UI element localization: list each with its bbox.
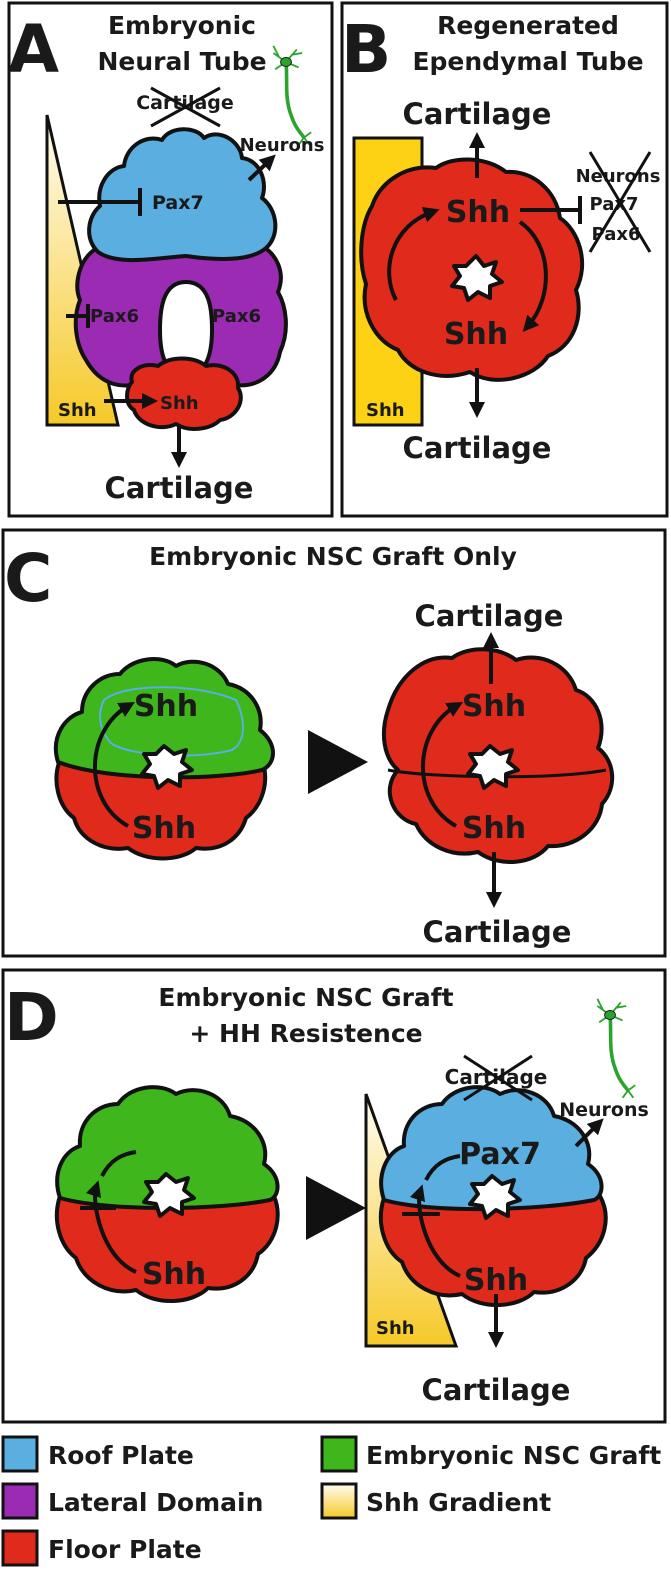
cross-out-mark (150, 86, 221, 128)
panel-c: C Embryonic NSC Graft Only Shh Shh Shh S… (1, 528, 667, 958)
top-cartilage-label: Cartilage (403, 97, 552, 131)
panel-a-title-line1: Embryonic (108, 11, 256, 40)
panel-d: D Embryonic NSC Graft + HH Resistence Sh… (1, 968, 667, 1424)
left-cycle-arrow (93, 702, 135, 828)
right-floor-plate (378, 1194, 608, 1307)
legend-swatch-floor-plate (1, 1529, 39, 1567)
panel-d-title-line2: + HH Resistence (189, 1019, 422, 1048)
panel-a-letter: A (8, 11, 59, 88)
cross-out-mark (588, 151, 652, 253)
right-shh-arrow (409, 1184, 461, 1278)
cycle-arrow-left (387, 207, 440, 301)
left-shh-arrow (85, 1180, 137, 1274)
left-shh-label: Shh (142, 1257, 206, 1292)
panel-d-title-line1: Embryonic NSC Graft (158, 983, 453, 1012)
crossed-neurons-label: Neurons (576, 166, 661, 187)
right-cycle-arrow (421, 702, 463, 828)
panel-a-title-line2: Neural Tube (97, 47, 266, 76)
pax6-right-label: Pax6 (212, 306, 261, 327)
inhibition-bar (520, 196, 582, 224)
legend-swatch-nsc-graft (320, 1435, 358, 1473)
roof-plate (87, 127, 278, 263)
left-floor-plate (54, 1190, 280, 1303)
left-shh-bottom-label: Shh (132, 811, 196, 846)
pax6-inhibition-bar (66, 304, 90, 328)
right-bottom-cartilage-label: Cartilage (423, 915, 572, 949)
central-canal (450, 254, 504, 302)
left-nsc-graft (53, 657, 275, 780)
left-blocked-curve (100, 1150, 137, 1177)
legend-label-roof-plate: Roof Plate (48, 1441, 194, 1470)
neurons-arrow (574, 1118, 604, 1148)
right-central-canal (466, 744, 520, 790)
left-shh-top-label: Shh (134, 689, 198, 724)
bottom-cartilage-label: Cartilage (105, 471, 254, 505)
gradient-shh-label: Shh (376, 1318, 415, 1339)
transition-arrowhead (308, 730, 368, 794)
pax7-label: Pax7 (152, 192, 204, 214)
legend-label-shh-gradient: Shh Gradient (366, 1488, 551, 1517)
legend-swatch-roof-plate (1, 1435, 39, 1473)
left-central-canal (140, 744, 194, 790)
panel-b-title-line1: Regenerated (437, 11, 619, 40)
panel-c-title: Embryonic NSC Graft Only (149, 542, 517, 571)
neurons-label: Neurons (559, 1099, 649, 1121)
right-roof-plate (379, 1085, 604, 1212)
left-central-canal (142, 1172, 196, 1218)
pax6-left-label: Pax6 (90, 306, 139, 327)
transition-arrowhead (306, 1176, 366, 1240)
legend-swatch-lateral-domain (1, 1482, 39, 1520)
right-shh-top-label: Shh (462, 689, 526, 724)
cross-out-mark (463, 1054, 533, 1102)
bottom-cartilage-label: Cartilage (403, 431, 552, 465)
panel-b: B Regenerated Ependymal Tube Cartilage S… (340, 1, 669, 518)
crossed-cartilage-label: Cartilage (136, 92, 234, 114)
panel-a: A Embryonic Neural Tube Cartilage Neuron… (7, 1, 334, 518)
pax7-label: Pax7 (459, 1137, 541, 1172)
panel-c-letter: C (4, 540, 52, 617)
bottom-cartilage-label: Cartilage (422, 1373, 571, 1407)
legend-label-lateral-domain: Lateral Domain (48, 1488, 263, 1517)
gradient-shh-label: Shh (58, 400, 97, 421)
neurons-label: Neurons (240, 135, 325, 156)
right-shh-label: Shh (464, 1263, 528, 1298)
right-top-cartilage-label: Cartilage (415, 599, 564, 633)
right-blocked-curve (424, 1154, 461, 1181)
panel-b-title-line2: Ependymal Tube (412, 47, 643, 76)
right-central-canal (468, 1174, 522, 1220)
legend-label-floor-plate: Floor Plate (48, 1535, 202, 1564)
left-floor-plate (54, 758, 268, 861)
legend-swatch-shh-gradient (320, 1482, 358, 1520)
shh-top-label: Shh (446, 195, 510, 230)
left-nsc-graft (55, 1085, 280, 1210)
right-shh-bottom-label: Shh (462, 811, 526, 846)
neurons-arrow (247, 154, 276, 182)
gradient-shh-label: Shh (366, 400, 405, 421)
graft-inner-outline (99, 686, 244, 757)
cycle-arrow-right (518, 220, 548, 333)
panel-d-letter: D (4, 979, 59, 1056)
legend: Roof Plate Embryonic NSC Graft Lateral D… (1, 1435, 661, 1567)
pax7-inhibition-bar (58, 188, 142, 216)
shh-bottom-label: Shh (444, 317, 508, 352)
legend-label-nsc-graft: Embryonic NSC Graft (366, 1441, 661, 1470)
panel-b-letter: B (341, 11, 391, 88)
floor-plate (125, 356, 243, 431)
floor-shh-label: Shh (160, 393, 199, 414)
